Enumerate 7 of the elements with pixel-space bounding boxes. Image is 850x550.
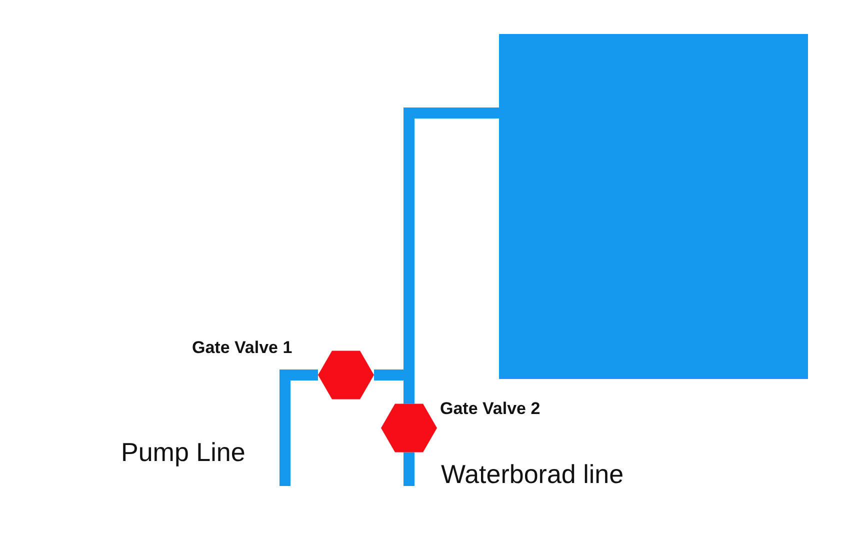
pipe [404,452,414,486]
pipe-label: Waterborad line [441,459,624,490]
pipe [280,370,318,486]
valve-label: Gate Valve 2 [440,399,540,419]
valve-label: Gate Valve 1 [192,338,292,358]
water-tank [499,34,808,379]
pipe-label: Pump Line [121,437,246,468]
